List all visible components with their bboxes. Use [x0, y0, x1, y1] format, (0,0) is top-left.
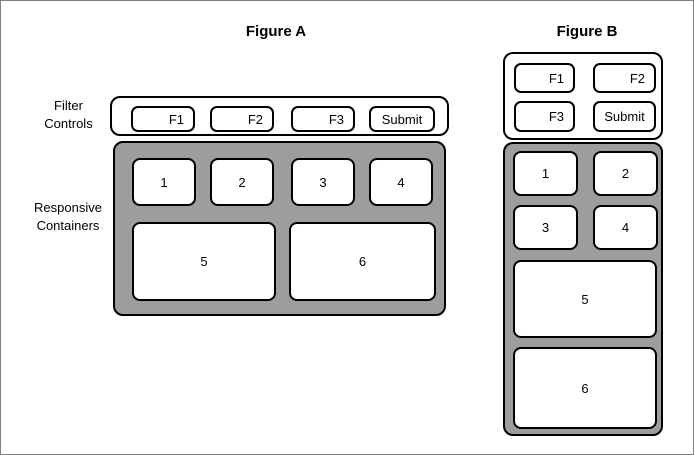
fig-a-container-4: 4: [369, 158, 433, 206]
fig-b-button-f3: F3: [514, 101, 575, 132]
fig-b-container-4: 4: [593, 205, 658, 250]
fig-b-container-5: 5: [513, 260, 657, 338]
fig-a-container-2: 2: [210, 158, 274, 206]
fig-a-button-f2: F2: [210, 106, 274, 132]
fig-b-filter-panel: F1 F2 F3 Submit: [503, 52, 663, 140]
fig-a-responsive-panel: 1 2 3 4 5 6: [113, 141, 446, 316]
fig-a-container-6: 6: [289, 222, 436, 301]
fig-b-container-6: 6: [513, 347, 657, 429]
fig-a-container-5: 5: [132, 222, 276, 301]
fig-a-container-3: 3: [291, 158, 355, 206]
fig-b-container-1: 1: [513, 151, 578, 196]
responsive-containers-label: Responsive Containers: [34, 200, 102, 233]
fig-a-button-f1: F1: [131, 106, 195, 132]
fig-b-container-3: 3: [513, 205, 578, 250]
fig-a-container-1: 1: [132, 158, 196, 206]
fig-a-button-submit: Submit: [369, 106, 435, 132]
fig-b-button-submit: Submit: [593, 101, 656, 132]
figure-b-title: Figure B: [556, 23, 618, 40]
figure-a-title: Figure A: [245, 23, 307, 40]
fig-b-button-f2: F2: [593, 63, 656, 93]
filter-controls-label: Filter Controls: [44, 98, 93, 131]
fig-b-button-f1: F1: [514, 63, 575, 93]
fig-a-filter-panel: F1 F2 F3 Submit: [110, 96, 449, 136]
fig-b-container-2: 2: [593, 151, 658, 196]
fig-b-responsive-panel: 1 2 3 4 5 6: [503, 142, 663, 436]
fig-a-button-f3: F3: [291, 106, 355, 132]
